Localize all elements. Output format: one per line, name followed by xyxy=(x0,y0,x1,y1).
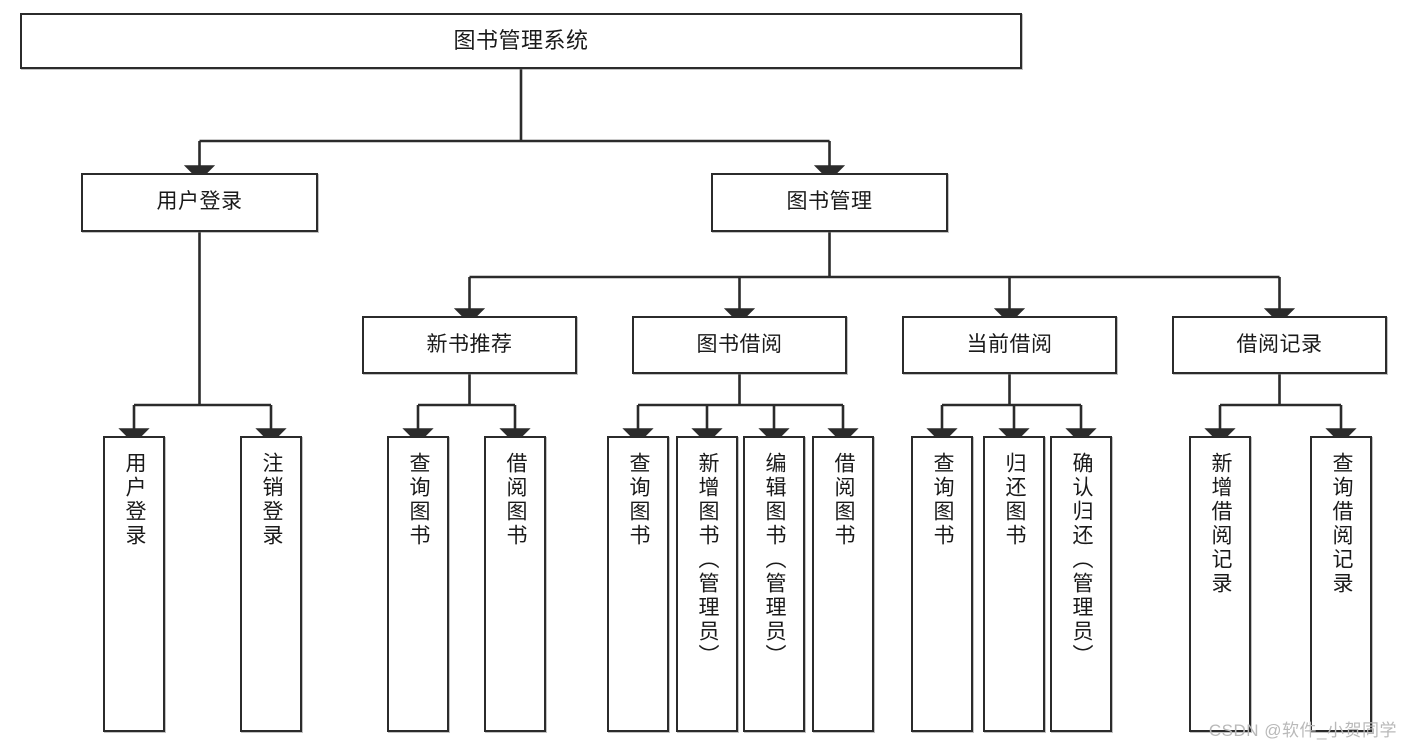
node-label: 确认归还（管理员） xyxy=(1070,452,1094,668)
node-label: 查询图书 xyxy=(627,452,651,548)
node-label: 图书管理 xyxy=(786,190,873,214)
node-label: 图书借阅 xyxy=(696,332,783,356)
csdn-watermark: CSDN @软件_小贺同学 xyxy=(1208,721,1397,740)
node-leaf-query-book-1[interactable]: 查询图书 xyxy=(387,436,449,732)
node-label: 归还图书 xyxy=(1003,452,1027,548)
node-label: 新书推荐 xyxy=(426,332,513,356)
node-label: 编辑图书（管理员） xyxy=(763,452,787,668)
node-leaf-query-book-3[interactable]: 查询图书 xyxy=(911,436,973,732)
node-label: 新增借阅记录 xyxy=(1209,452,1233,596)
node-label: 用户登录 xyxy=(156,190,243,214)
node-leaf-confirm-return[interactable]: 确认归还（管理员） xyxy=(1050,436,1112,732)
node-book-manage[interactable]: 图书管理 xyxy=(711,173,948,232)
node-label: 查询图书 xyxy=(931,452,955,548)
node-user-login[interactable]: 用户登录 xyxy=(81,173,318,232)
node-leaf-user-login[interactable]: 用户登录 xyxy=(103,436,165,732)
node-book-borrow[interactable]: 图书借阅 xyxy=(632,316,847,374)
node-label: 借阅记录 xyxy=(1236,332,1323,356)
node-current-borrow[interactable]: 当前借阅 xyxy=(902,316,1117,374)
node-leaf-borrow-book-2[interactable]: 借阅图书 xyxy=(812,436,874,732)
node-label: 查询借阅记录 xyxy=(1330,452,1354,596)
node-label: 查询图书 xyxy=(407,452,431,548)
node-label: 图书管理系统 xyxy=(453,28,589,54)
node-label: 借阅图书 xyxy=(504,452,528,548)
node-label: 当前借阅 xyxy=(966,332,1053,356)
node-new-book-recommend[interactable]: 新书推荐 xyxy=(362,316,577,374)
node-label: 借阅图书 xyxy=(832,452,856,548)
node-leaf-query-book-2[interactable]: 查询图书 xyxy=(607,436,669,732)
node-leaf-add-book[interactable]: 新增图书（管理员） xyxy=(676,436,738,732)
node-leaf-return-book[interactable]: 归还图书 xyxy=(983,436,1045,732)
node-leaf-add-record[interactable]: 新增借阅记录 xyxy=(1189,436,1251,732)
node-label: 用户登录 xyxy=(123,452,147,548)
node-leaf-borrow-book-1[interactable]: 借阅图书 xyxy=(484,436,546,732)
node-leaf-logout[interactable]: 注销登录 xyxy=(240,436,302,732)
node-root[interactable]: 图书管理系统 xyxy=(20,13,1022,69)
node-label: 新增图书（管理员） xyxy=(696,452,720,668)
node-label: 注销登录 xyxy=(260,452,284,548)
node-leaf-query-record[interactable]: 查询借阅记录 xyxy=(1310,436,1372,732)
node-borrow-record[interactable]: 借阅记录 xyxy=(1172,316,1387,374)
node-leaf-edit-book[interactable]: 编辑图书（管理员） xyxy=(743,436,805,732)
